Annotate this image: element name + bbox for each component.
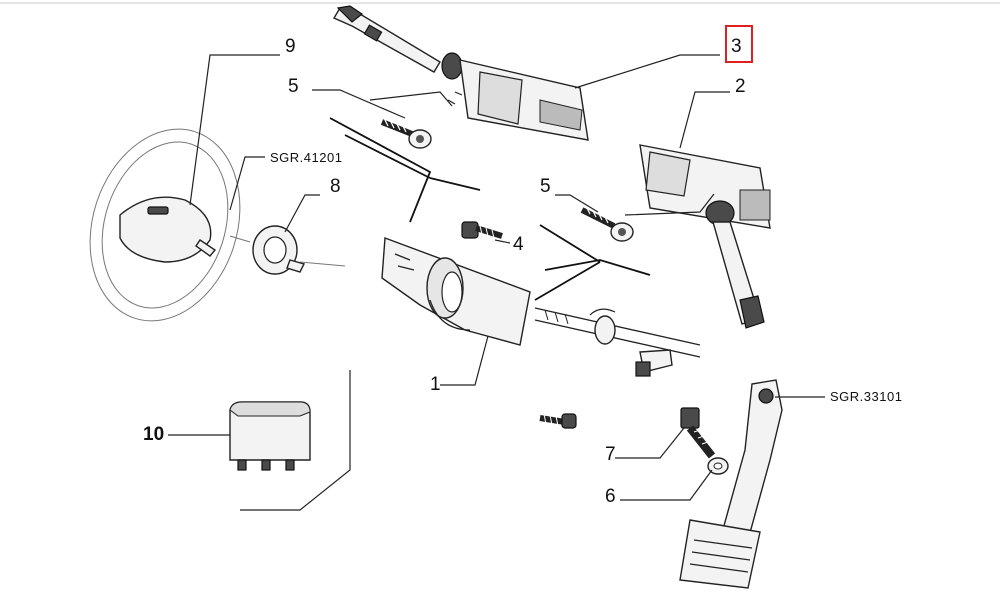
callout-5-right: 5	[540, 176, 551, 197]
combination-switch-3	[332, 5, 589, 141]
combination-switch-2	[639, 144, 771, 329]
bolt-4	[461, 221, 503, 239]
callout-labels: 9 5 SGR.41201 8 3 2 5 4 1 10 SGR.33101 7…	[143, 25, 902, 507]
callout-10: 10	[143, 424, 164, 445]
relay-10	[229, 401, 311, 471]
leader-lines	[168, 54, 825, 511]
callout-6: 6	[605, 486, 616, 507]
callout-1: 1	[430, 374, 441, 395]
callout-3: 3	[731, 36, 742, 57]
callout-9: 9	[285, 36, 296, 57]
stop-light-switch-7	[680, 407, 716, 459]
steering-column-housing	[381, 237, 531, 346]
screw-right	[580, 205, 634, 242]
bolt-small	[539, 413, 577, 429]
callout-4: 4	[513, 234, 524, 255]
screw-left	[380, 117, 432, 149]
washer-6	[707, 457, 729, 475]
reference-pedal: SGR.33101	[830, 389, 902, 404]
contact-ring	[252, 225, 346, 275]
brake-pedal	[679, 379, 783, 589]
callout-8: 8	[330, 176, 341, 197]
reference-steering: SGR.41201	[270, 150, 342, 165]
callout-7: 7	[605, 444, 616, 465]
callout-5-left: 5	[288, 76, 299, 97]
highlight-box-3	[725, 25, 753, 63]
steering-shaft	[534, 307, 701, 377]
callout-2: 2	[735, 76, 746, 97]
steering-wheel	[89, 128, 251, 322]
